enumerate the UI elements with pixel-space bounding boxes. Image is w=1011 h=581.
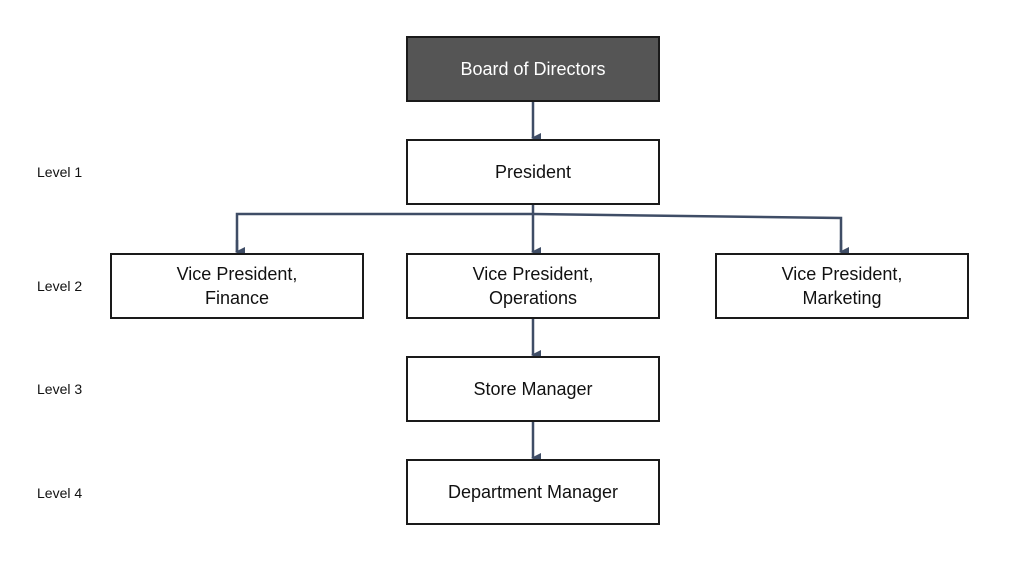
node-vp-finance: Vice President, Finance xyxy=(110,253,364,319)
node-store-manager: Store Manager xyxy=(406,356,660,422)
node-label: Vice President, Finance xyxy=(176,263,298,308)
node-label: Vice President, Operations xyxy=(472,263,594,308)
node-label: Vice President, Marketing xyxy=(781,263,903,308)
node-label: Board of Directors xyxy=(460,58,606,79)
node-vp-operations: Vice President, Operations xyxy=(406,253,660,319)
node-vp-marketing: Vice President, Marketing xyxy=(715,253,969,319)
node-label: President xyxy=(494,161,572,182)
level-label-4: Level 4 xyxy=(37,485,83,501)
node-label: Department Manager xyxy=(447,481,619,502)
level-label-1: Level 1 xyxy=(37,164,83,180)
node-department-manager: Department Manager xyxy=(406,459,660,525)
node-label: Store Manager xyxy=(473,378,593,399)
branch-line xyxy=(235,212,843,252)
node-president: President xyxy=(406,139,660,205)
level-label-2: Level 2 xyxy=(37,278,83,294)
level-label-3: Level 3 xyxy=(37,381,83,397)
node-board-of-directors: Board of Directors xyxy=(406,36,660,102)
